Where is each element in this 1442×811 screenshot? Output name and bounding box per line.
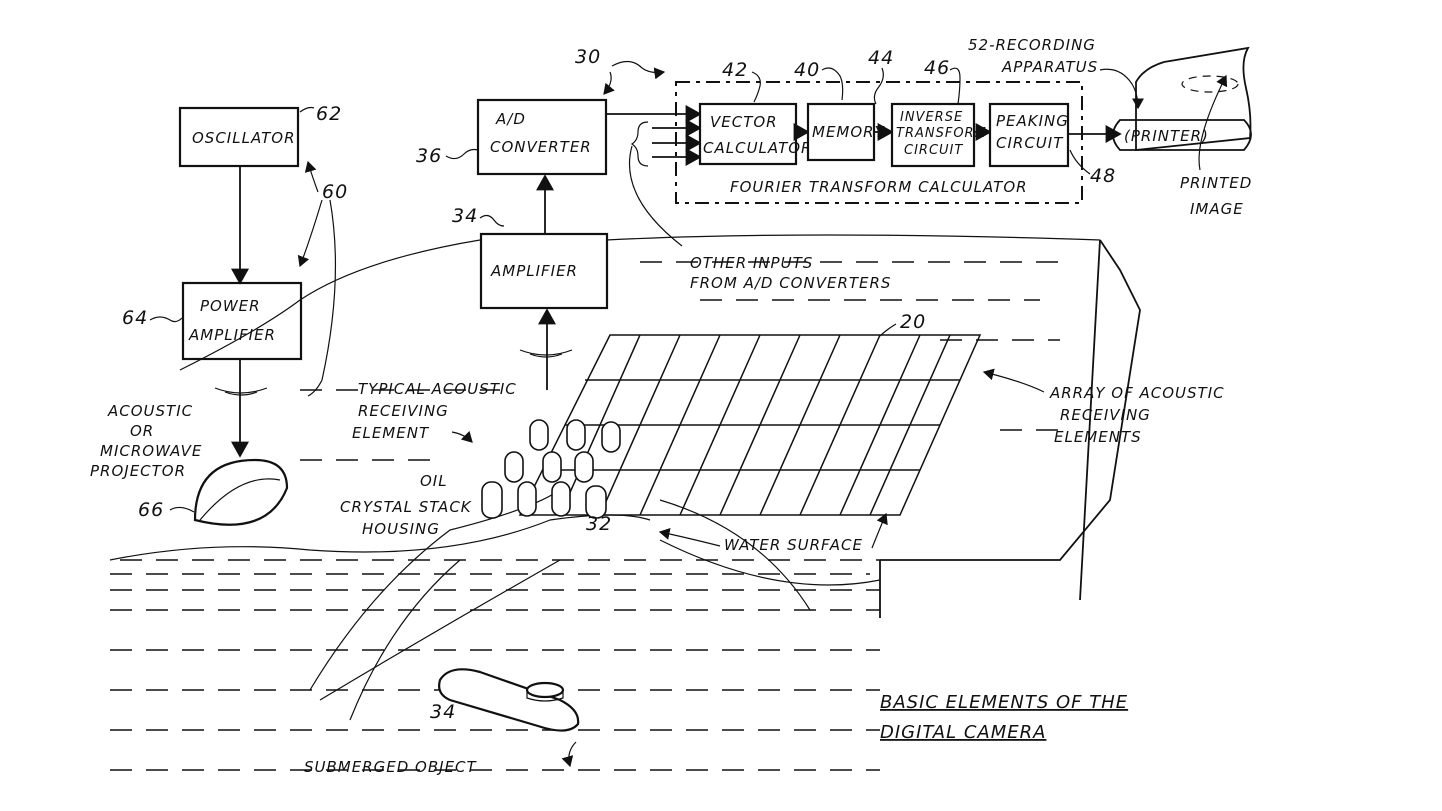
caption-line-1: BASIC ELEMENTS OF THE (880, 692, 1128, 713)
water-surface-label: WATER SURFACE (724, 536, 863, 554)
projector-label-4: PROJECTOR (90, 462, 186, 480)
projector-dome (193, 458, 289, 526)
ref-44: 44 (868, 47, 894, 69)
array-label-1: ARRAY OF ACOUSTIC (1049, 384, 1225, 402)
array-label-2: RECEIVING (1060, 406, 1151, 424)
submerged-object (438, 668, 580, 732)
other-inputs-label-2: FROM A/D CONVERTERS (690, 274, 891, 292)
array-label-3: ELEMENTS (1054, 428, 1142, 446)
recording-label-2: APPARATUS (1001, 58, 1098, 76)
ref-62: 62 (316, 103, 342, 125)
peaking-circuit-block: PEAKING CIRCUIT (988, 102, 1070, 168)
ref-36: 36 (416, 145, 442, 167)
projector-label-1: ACOUSTIC (107, 402, 193, 420)
ref-40: 40 (794, 59, 820, 81)
power-amplifier-block: POWER AMPLIFIER (181, 281, 303, 361)
vector-calculator-block: VECTOR CALCULATOR (698, 102, 812, 166)
projector-label-3: MICROWAVE (100, 442, 202, 460)
ripple-arcs (214, 349, 573, 396)
ad-converter-label-1: A/D (495, 110, 526, 128)
other-inputs-label-1: OTHER INPUTS (690, 254, 813, 272)
acoustic-elements (481, 419, 621, 519)
ref-66: 66 (138, 499, 164, 521)
inverse-label-1: INVERSE (900, 110, 963, 125)
ref-64: 64 (122, 307, 148, 329)
oil-label-1: OIL (420, 472, 448, 490)
typical-label-3: ELEMENT (352, 424, 430, 442)
printed-image-label-1: PRINTED (1180, 174, 1252, 192)
printer-apparatus: (PRINTER) (1112, 46, 1252, 151)
caption-line-2: DIGITAL CAMERA (880, 722, 1046, 743)
memory-label: MEMORY (812, 123, 886, 141)
ref-30: 30 (575, 46, 601, 68)
amplifier-block: AMPLIFIER (479, 232, 609, 310)
water-tank (179, 234, 1141, 618)
memory-block: MEMORY (806, 102, 886, 162)
inverse-label-3: CIRCUIT (904, 143, 963, 158)
ad-converter-label-2: CONVERTER (490, 138, 592, 156)
ref-32: 32 (586, 513, 612, 535)
fourier-label: FOURIER TRANSFORM CALCULATOR (730, 178, 1028, 196)
oscillator-label: OSCILLATOR (192, 129, 296, 147)
ref-34-object: 34 (430, 701, 456, 723)
oscillator-block: OSCILLATOR (178, 106, 300, 168)
typical-label-2: RECEIVING (358, 402, 449, 420)
ad-converter-block: A/D CONVERTER (476, 98, 608, 176)
oil-label-3: HOUSING (362, 520, 440, 538)
amplifier-label: AMPLIFIER (490, 262, 578, 280)
ref-46: 46 (924, 57, 950, 79)
oil-label-2: CRYSTAL STACK (340, 498, 472, 516)
projector-label-2: OR (130, 422, 154, 440)
power-amplifier-label-2: AMPLIFIER (188, 326, 276, 344)
ref-34-amp: 34 (452, 205, 478, 227)
vector-calc-label-2: CALCULATOR (703, 139, 812, 157)
peaking-label-2: CIRCUIT (996, 134, 1064, 152)
inverse-label-2: TRANSFORM (896, 126, 987, 141)
ref-48: 48 (1090, 165, 1116, 187)
receiving-array-grid (518, 334, 982, 516)
inverse-transform-block: INVERSE TRANSFORM CIRCUIT (890, 102, 987, 168)
printer-label: (PRINTER) (1124, 127, 1209, 145)
printed-image-label-2: IMAGE (1190, 200, 1244, 218)
ref-60: 60 (322, 181, 348, 203)
ref-42: 42 (722, 59, 748, 81)
power-amplifier-label-1: POWER (200, 297, 261, 315)
typical-label-1: TYPICAL ACOUSTIC (358, 380, 517, 398)
peaking-label-1: PEAKING (996, 112, 1069, 130)
ref-20: 20 (900, 311, 926, 333)
recording-label-1: 52-RECORDING (968, 36, 1096, 54)
submerged-label: SUBMERGED OBJECT (304, 758, 478, 776)
vector-calc-label-1: VECTOR (710, 113, 778, 131)
